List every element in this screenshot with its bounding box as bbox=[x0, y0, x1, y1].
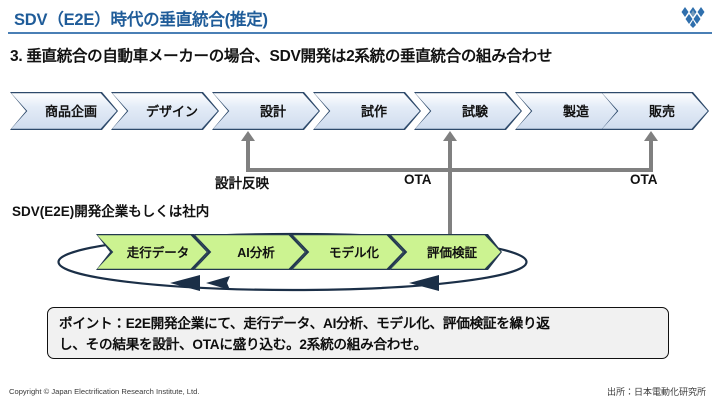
oem-step-label: 製造 bbox=[562, 104, 589, 120]
dev-step-4[interactable]: 評価検証 bbox=[391, 235, 500, 268]
oem-step-1[interactable]: 商品企画 bbox=[11, 93, 116, 128]
oem-step-5[interactable]: 試験 bbox=[415, 93, 520, 128]
dev-step-1[interactable]: 走行データ bbox=[97, 235, 206, 268]
footer-copyright: Copyright © Japan Electrification Resear… bbox=[9, 387, 200, 396]
dev-step-label: 評価検証 bbox=[426, 246, 477, 261]
feedback-riser bbox=[649, 140, 653, 172]
feedback-riser bbox=[448, 140, 452, 172]
oem-process-flow: 商品企画 デザイン 設計 試作 試験 製造 販売 bbox=[0, 92, 720, 130]
feedback-arrowhead bbox=[644, 131, 658, 141]
section-subtitle: 3. 垂直統合の自動車メーカーの場合、SDV開発は2系統の垂直統合の組み合わせ bbox=[10, 48, 553, 65]
header-divider bbox=[8, 32, 712, 34]
feedback-arrowhead bbox=[241, 131, 255, 141]
oem-step-4[interactable]: 試作 bbox=[314, 93, 419, 128]
oem-step-7[interactable]: 販売 bbox=[602, 93, 707, 128]
oem-step-label: 設計 bbox=[259, 104, 286, 120]
dev-step-label: 走行データ bbox=[126, 246, 190, 261]
dev-step-2[interactable]: AI分析 bbox=[195, 235, 304, 268]
point-callout-line-1: ポイント：E2E開発企業にて、走行データ、AI分析、モデル化、評価検証を繰り返 bbox=[59, 316, 550, 331]
footer-source: 出所：日本電動化研究所 bbox=[606, 387, 706, 397]
feedback-label: OTA bbox=[404, 172, 432, 187]
feedback-riser bbox=[246, 140, 250, 172]
dev-step-3[interactable]: モデル化 bbox=[293, 235, 402, 268]
oem-step-6[interactable]: 製造 bbox=[516, 93, 621, 128]
point-callout-line-2: し、その結果を設計、OTAに盛り込む。2系統の組み合わせ。 bbox=[59, 336, 427, 352]
dev-step-label: AI分析 bbox=[237, 246, 275, 261]
oem-step-label: デザイン bbox=[145, 104, 198, 120]
oem-step-3[interactable]: 設計 bbox=[213, 93, 318, 128]
feedback-label: OTA bbox=[630, 172, 658, 187]
oem-step-2[interactable]: デザイン bbox=[112, 93, 217, 128]
feedback-arrowhead bbox=[443, 131, 457, 141]
dev-company-label: SDV(E2E)開発企業もしくは社内 bbox=[12, 204, 210, 219]
dev-process-flow: 走行データ AI分析 モデル化 評価検証 bbox=[0, 234, 720, 270]
company-logo-icon bbox=[681, 7, 705, 28]
page-title: SDV（E2E）時代の垂直統合(推定) bbox=[14, 11, 268, 29]
oem-step-label: 販売 bbox=[648, 104, 675, 120]
oem-step-label: 商品企画 bbox=[44, 104, 97, 120]
dev-step-label: モデル化 bbox=[328, 246, 379, 261]
oem-step-label: 試験 bbox=[461, 104, 488, 120]
feedback-label: 設計反映 bbox=[215, 176, 269, 191]
point-callout: ポイント：E2E開発企業にて、走行データ、AI分析、モデル化、評価検証を繰り返 … bbox=[47, 307, 669, 359]
oem-step-label: 試作 bbox=[360, 104, 387, 120]
evaluation-to-flow-riser bbox=[448, 168, 452, 240]
